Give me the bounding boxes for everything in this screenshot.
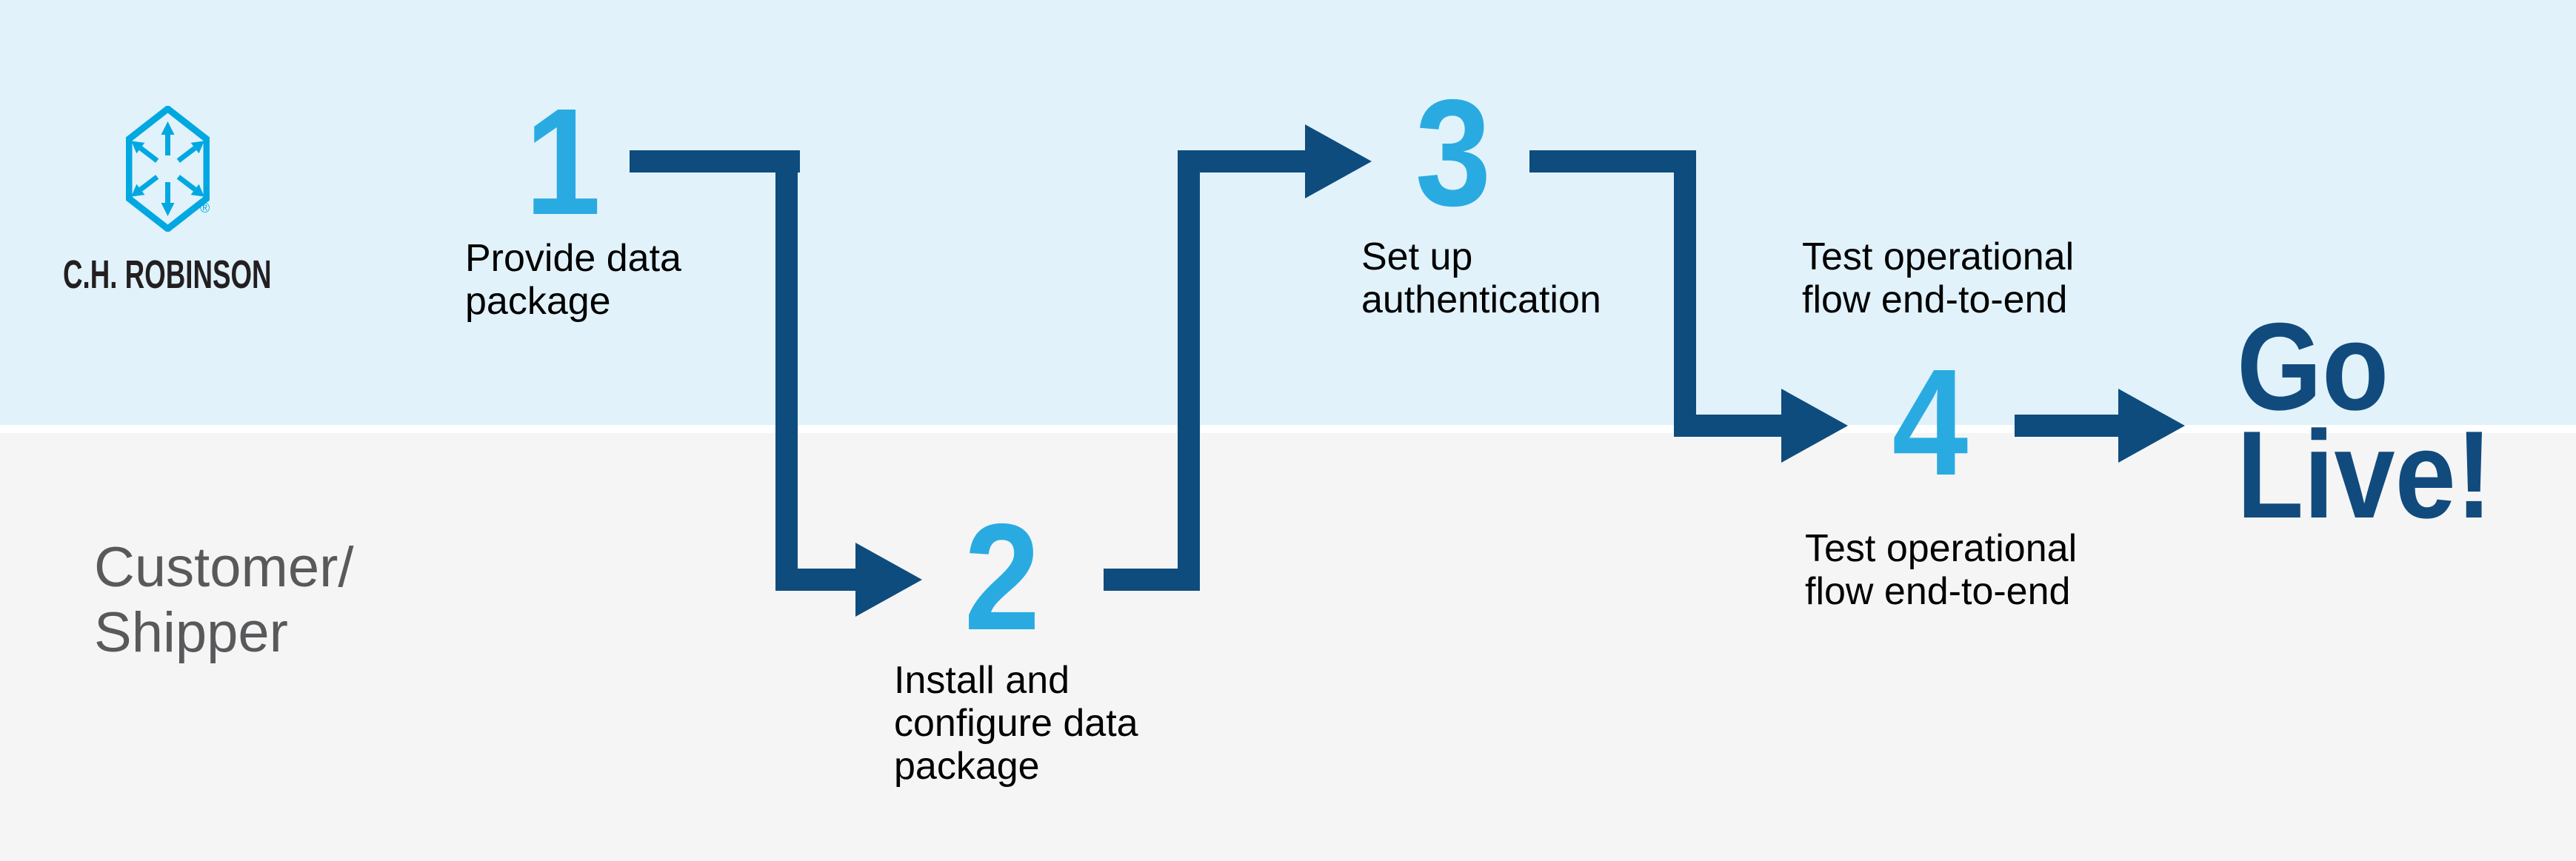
arrow-step4-to-golive xyxy=(2015,389,2185,463)
step-1-number: 1 xyxy=(524,77,601,247)
chrobinson-wordmark: C.H. ROBINSON xyxy=(63,252,272,297)
arrow-step3-to-step4 xyxy=(1529,150,1848,463)
step-4-top-lane-label: Test operational flow end-to-end xyxy=(1802,235,2075,321)
lane-customer-shipper xyxy=(0,433,2576,861)
arrow-step2-to-step3 xyxy=(1104,124,1372,591)
step-2-number: 2 xyxy=(964,492,1041,662)
chrobinson-logo-icon xyxy=(125,104,210,233)
step-3-label: Set up authentication xyxy=(1361,235,1601,321)
lane-ch-robinson xyxy=(0,0,2576,425)
go-live-label: Go Live! xyxy=(2237,297,2493,544)
customer-shipper-lane-label: Customer/ Shipper xyxy=(94,536,354,664)
step-4-label: Test operational flow end-to-end xyxy=(1805,527,2078,613)
hexagon-arrows-icon xyxy=(125,104,210,233)
step-3-number: 3 xyxy=(1415,68,1492,238)
step-4-number: 4 xyxy=(1892,338,1969,507)
step-2-label: Install and configure data package xyxy=(894,659,1138,788)
step-1-label: Provide data package xyxy=(465,237,681,323)
arrow-step1-to-step2 xyxy=(630,150,922,617)
registered-trademark-symbol: ® xyxy=(200,201,210,215)
